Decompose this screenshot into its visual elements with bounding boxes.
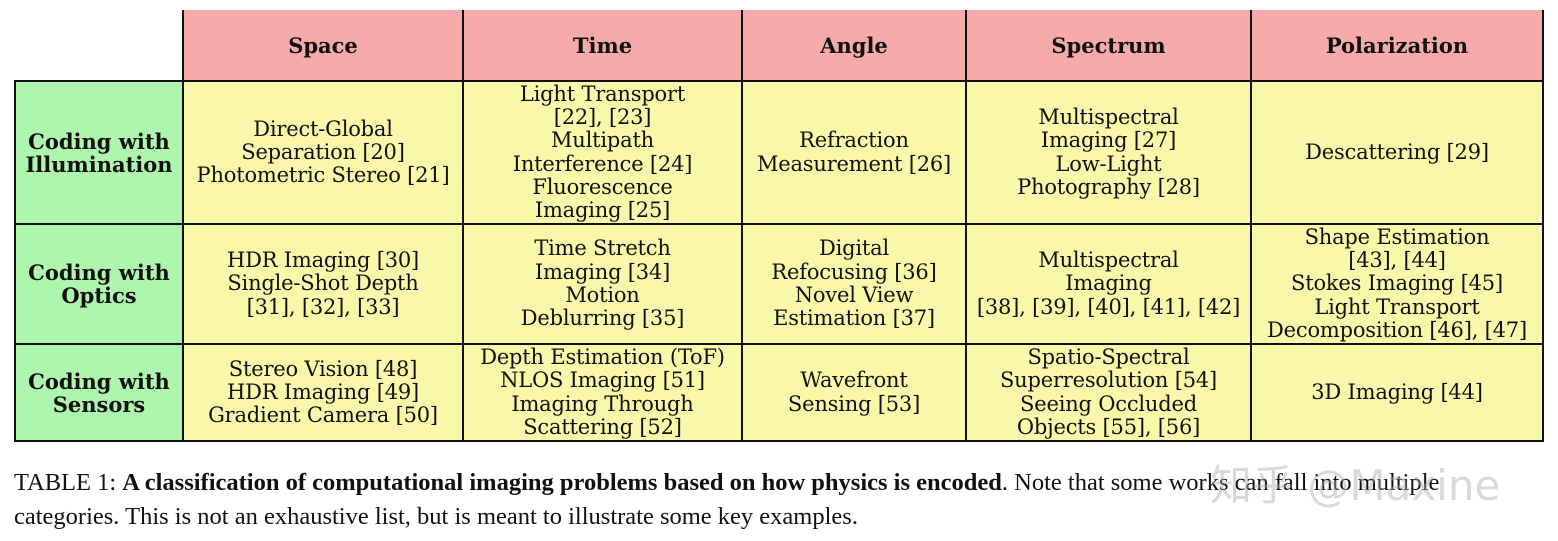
row-header-line: Sensors	[52, 391, 146, 417]
cell-line: Measurement [26]	[756, 151, 952, 176]
classification-table-container: Space Time Angle Spectrum Polarization C…	[14, 10, 1544, 442]
cell-line: Light Transport	[519, 81, 686, 106]
cell-line: HDR Imaging [30]	[226, 248, 420, 273]
column-header-space: Space	[182, 10, 464, 82]
cell-line: Descattering [29]	[1305, 139, 1489, 164]
cell-line: Deblurring [35]	[520, 306, 685, 331]
cell-line: Objects [55], [56]	[1016, 414, 1201, 439]
cell-line: Gradient Camera [50]	[208, 403, 438, 428]
row-header-line: Optics	[61, 283, 137, 308]
cell-line: Depth Estimation (ToF)	[480, 344, 725, 369]
cell-line: Imaging	[1065, 271, 1152, 296]
cell-line: Imaging [25]	[534, 198, 671, 223]
cell-line: Fluorescence	[532, 174, 673, 199]
cell-sensors-time: Depth Estimation (ToF)NLOS Imaging [51]I…	[462, 343, 743, 442]
cell-line: Digital	[819, 236, 889, 261]
cell-line: Seeing Occluded	[1020, 391, 1197, 416]
cell-line: Imaging [27]	[1040, 128, 1177, 153]
cell-line: Stokes Imaging [45]	[1291, 271, 1503, 296]
column-header-time: Time	[462, 10, 743, 82]
cell-optics-space: HDR Imaging [30]Single-Shot Depth[31], […	[182, 223, 464, 345]
cell-line: Imaging [34]	[534, 259, 671, 284]
cell-line: Time Stretch	[534, 236, 671, 261]
caption-rest-text: . Note that some works can fall into mul…	[14, 469, 1440, 530]
cell-line: [43], [44]	[1348, 248, 1446, 273]
cell-line: Multispectral	[1038, 248, 1179, 273]
cell-line: Superresolution [54]	[999, 368, 1218, 393]
cell-line: HDR Imaging [49]	[226, 379, 420, 404]
corner-cell	[15, 10, 183, 82]
cell-line: Decomposition [46], [47]	[1267, 317, 1527, 342]
column-header-spectrum: Spectrum	[965, 10, 1252, 82]
cell-line: [38], [39], [40], [41], [42]	[976, 294, 1241, 319]
cell-line: Interference [24]	[512, 151, 693, 176]
cell-sensors-polarization: 3D Imaging [44]	[1250, 343, 1544, 442]
cell-line: Refraction	[799, 128, 909, 153]
column-header-angle: Angle	[741, 10, 967, 82]
row-header-line: Coding with	[28, 260, 170, 285]
cell-sensors-space: Stereo Vision [48]HDR Imaging [49]Gradie…	[182, 343, 464, 442]
cell-line: Spatio-Spectral	[1027, 344, 1190, 369]
cell-line: Estimation [37]	[773, 306, 935, 331]
cell-line: Light Transport	[1314, 294, 1480, 319]
cell-line: Low-Light	[1055, 151, 1162, 176]
cell-illumination-polarization: Descattering [29]	[1250, 80, 1544, 225]
classification-table: Space Time Angle Spectrum Polarization C…	[14, 10, 1544, 442]
row-header-line: Illumination	[25, 151, 173, 177]
cell-line: Photometric Stereo [21]	[196, 163, 450, 188]
column-header-polarization: Polarization	[1250, 10, 1544, 82]
cell-line: Multipath	[550, 128, 655, 153]
cell-optics-polarization: Shape Estimation[43], [44]Stokes Imaging…	[1250, 223, 1544, 345]
cell-line: Single-Shot Depth	[227, 271, 419, 296]
cell-line: 3D Imaging [44]	[1311, 379, 1483, 404]
table-caption: TABLE 1: A classification of computation…	[14, 466, 1544, 534]
cell-line: Refocusing [36]	[771, 259, 937, 284]
row-header-line: Coding with	[28, 128, 170, 154]
cell-line: Imaging Through	[511, 391, 694, 416]
cell-line: Multispectral	[1038, 104, 1179, 129]
cell-line: Shape Estimation	[1304, 224, 1490, 249]
cell-line: [22], [23]	[553, 104, 652, 129]
cell-line: [31], [32], [33]	[246, 294, 400, 319]
caption-label: TABLE 1:	[14, 469, 123, 496]
cell-line: Motion	[565, 283, 640, 307]
cell-line: Direct-Global	[253, 116, 393, 141]
caption-bold-text: A classification of computational imagin…	[122, 469, 1002, 496]
cell-line: Scattering [52]	[523, 414, 682, 439]
cell-line: NLOS Imaging [51]	[500, 368, 705, 393]
column-header-row: Space Time Angle Spectrum Polarization	[15, 10, 1544, 82]
cell-line: Wavefront	[800, 368, 908, 393]
cell-line: Photography [28]	[1017, 174, 1200, 199]
cell-line: Separation [20]	[241, 139, 405, 164]
cell-line: Sensing [53]	[787, 391, 921, 416]
cell-line: Stereo Vision [48]	[228, 356, 418, 381]
cell-line: Novel View	[794, 283, 914, 307]
row-header-line: Coding with	[28, 368, 170, 394]
